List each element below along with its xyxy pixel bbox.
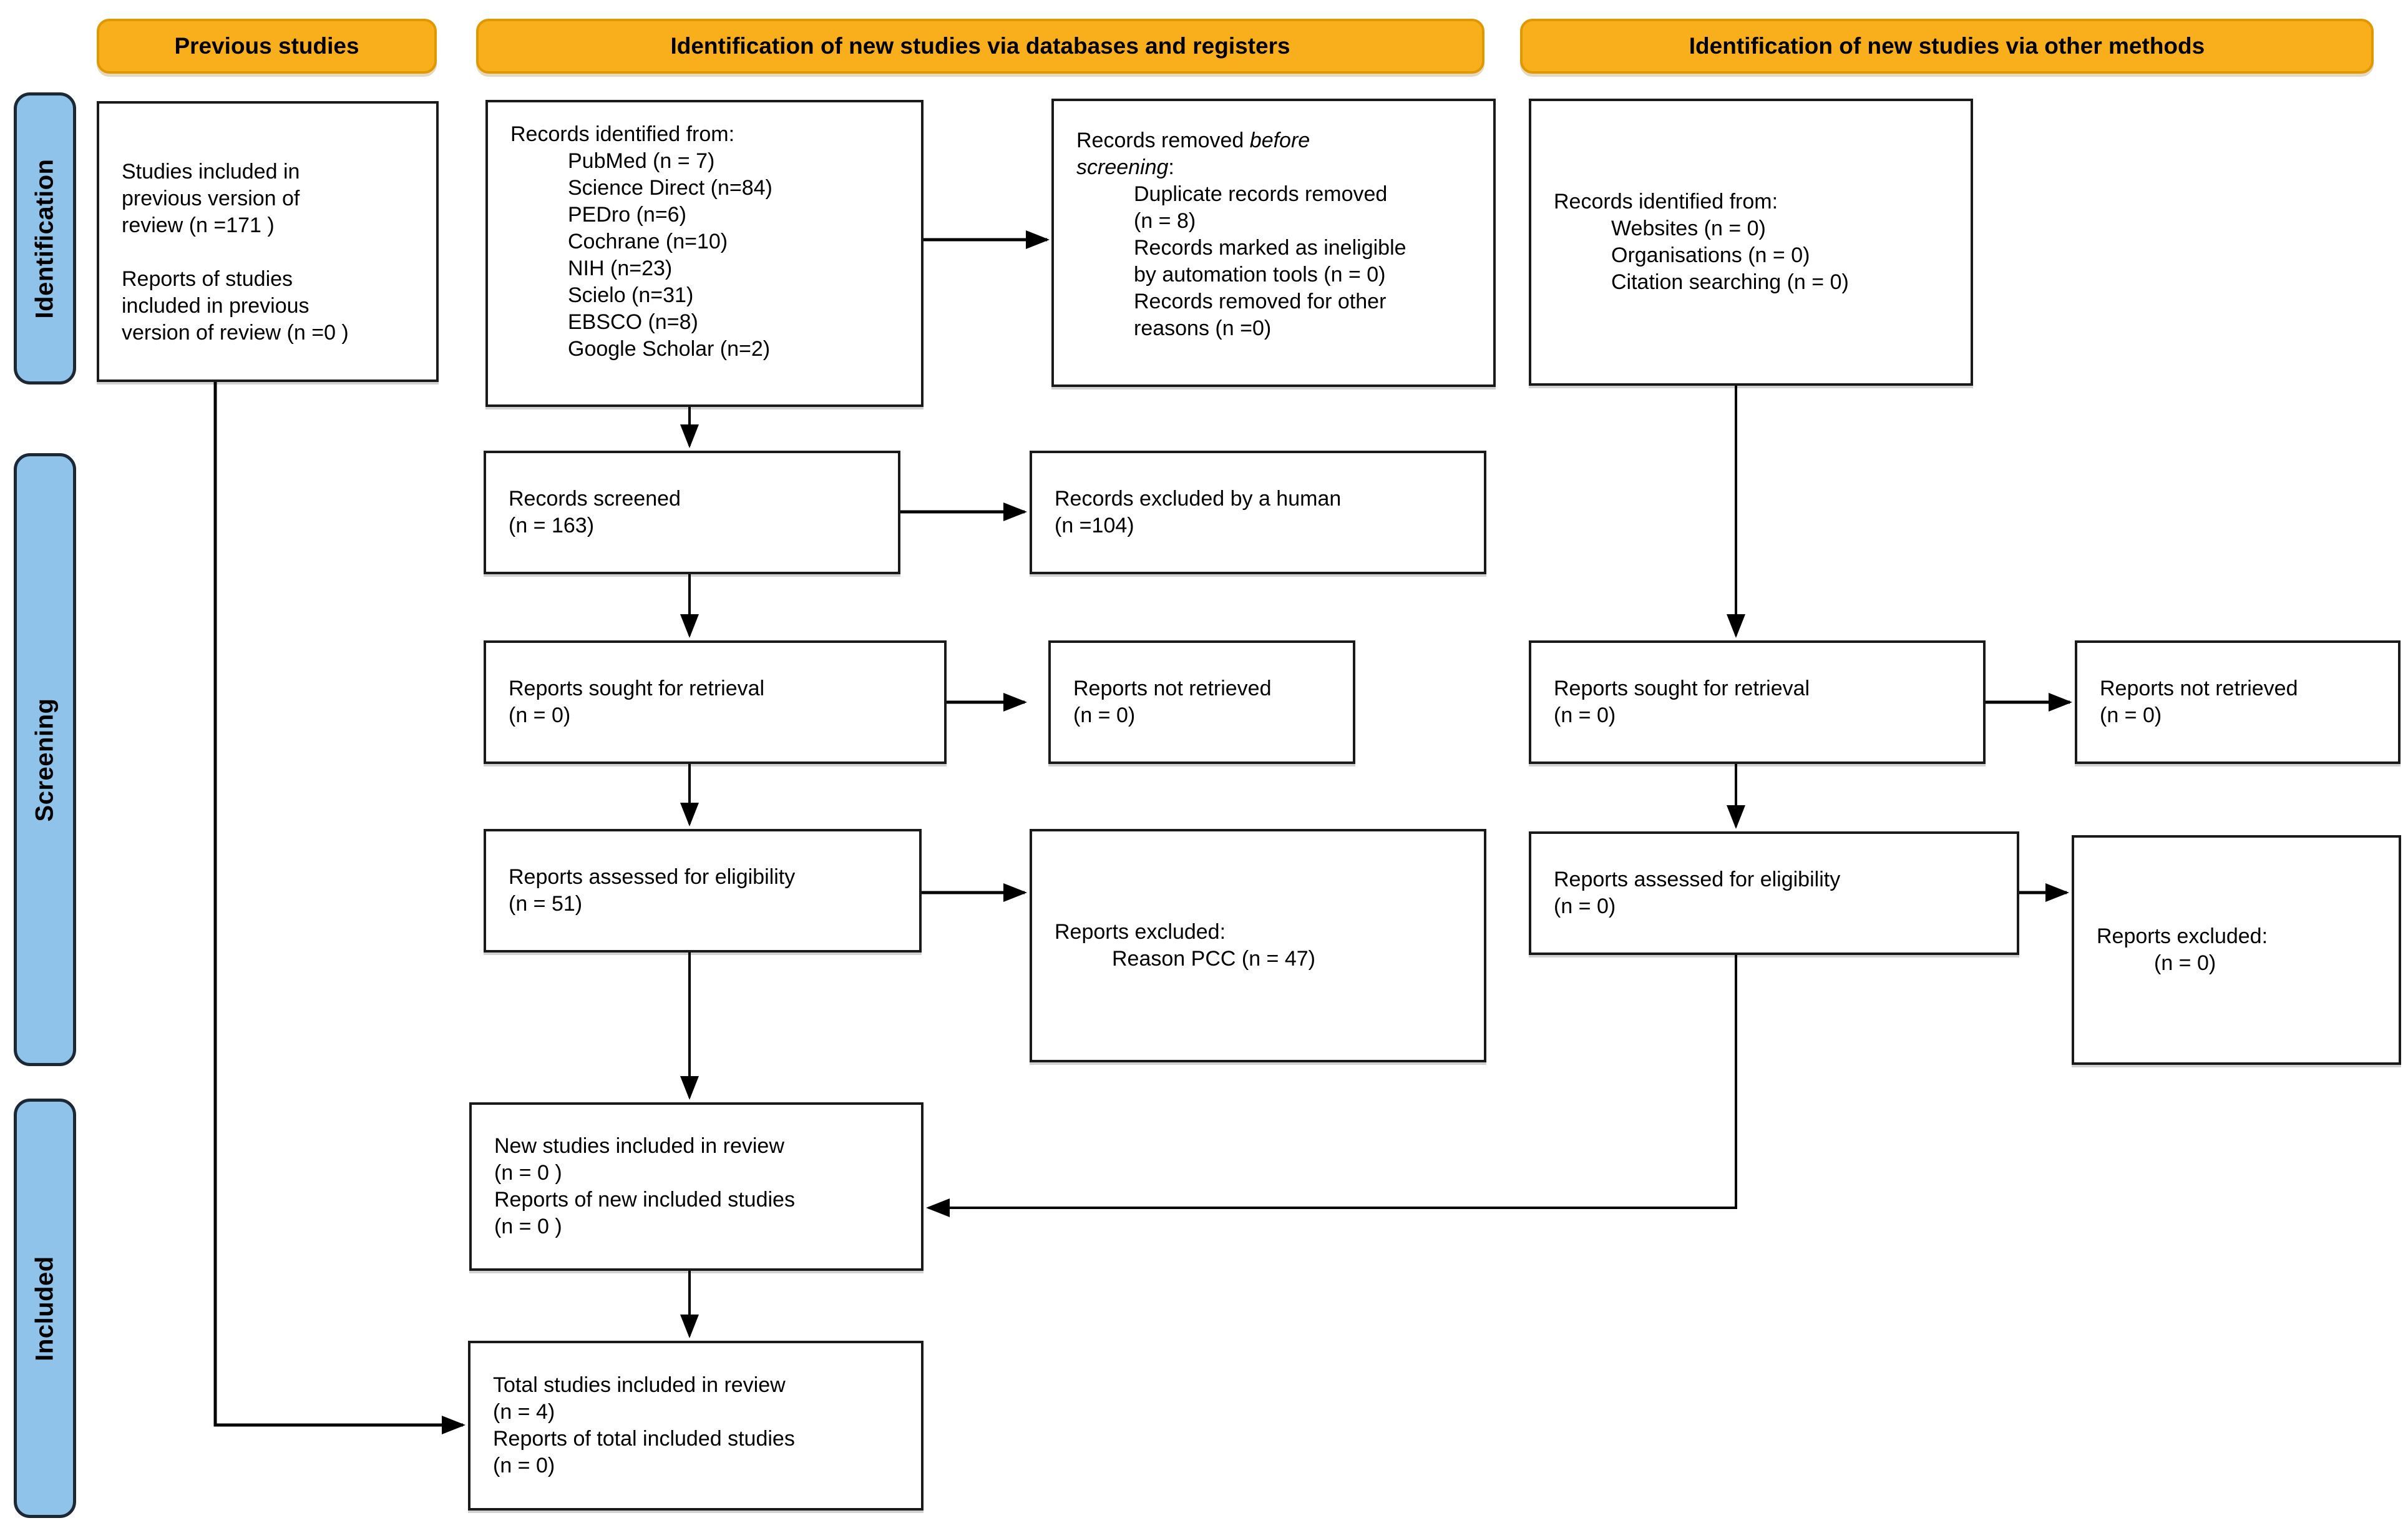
text-line: Records identified from: <box>510 122 735 146</box>
text-line: (n = 0) <box>2154 951 2216 975</box>
text-line: New studies included in review <box>494 1134 784 1158</box>
text-line: Records identified from: <box>1554 190 1778 213</box>
text-line: by automation tools (n = 0) <box>1134 263 1386 286</box>
text-line: Reports assessed for eligibility <box>1554 868 1841 891</box>
text-line: Reports excluded: <box>2097 924 2268 948</box>
text-line: (n = 0) <box>1554 894 1616 918</box>
phase-label-identification: Identification <box>14 92 76 384</box>
text-line: Duplicate records removed <box>1134 182 1388 206</box>
text-line: Reports excluded: <box>1055 920 1226 944</box>
box-reports-sought-databases: Reports sought for retrieval (n = 0) <box>484 640 947 764</box>
phase-label-text: Screening <box>31 698 59 821</box>
text-line: (n = 0) <box>1554 703 1616 727</box>
text-line: (n = 0) <box>493 1454 555 1477</box>
text-line: Reports not retrieved <box>1073 677 1272 700</box>
banner-other-methods: Identification of new studies via other … <box>1520 19 2374 74</box>
text-line: (n = 51) <box>509 892 583 916</box>
box-records-identified-other: Records identified from: Websites (n = 0)… <box>1529 99 1973 386</box>
text-line: (n = 0 ) <box>494 1215 562 1238</box>
text-line: Scielo (n=31) <box>568 283 694 307</box>
box-previous-studies: Studies included in previous version of re… <box>97 101 439 382</box>
text-line: previous version of <box>122 187 300 210</box>
box-new-studies-included: New studies included in review (n = 0 ) Re… <box>469 1102 924 1271</box>
text-line: Citation searching (n = 0) <box>1611 270 1849 294</box>
text-line: Reports of studies <box>122 267 293 291</box>
text-line: Organisations (n = 0) <box>1611 243 1810 267</box>
text-line: version of review (n =0 ) <box>122 321 349 345</box>
box-reports-assessed-databases: Reports assessed for eligibility (n = 51) <box>484 829 922 953</box>
text-line: Reports assessed for eligibility <box>509 865 796 889</box>
box-reports-excluded-other: Reports excluded: (n = 0) <box>2072 835 2401 1065</box>
phase-label-text: Included <box>31 1255 59 1361</box>
text-line: Studies included in <box>122 160 300 184</box>
text-line: Records removed before <box>1076 129 1310 152</box>
banner-databases-registers: Identification of new studies via databa… <box>476 19 1484 74</box>
box-records-excluded-human: Records excluded by a human (n =104) <box>1030 451 1486 574</box>
text-line: Records removed for other <box>1134 290 1387 313</box>
text-line <box>122 239 427 266</box>
box-reports-not-retrieved-other: Reports not retrieved (n = 0) <box>2075 640 2401 764</box>
text-line: Reports sought for retrieval <box>509 677 765 700</box>
text-line: Science Direct (n=84) <box>568 176 773 200</box>
box-reports-sought-other: Reports sought for retrieval (n = 0) <box>1529 640 1986 764</box>
phase-label-included: Included <box>14 1099 76 1518</box>
text-line: Reports not retrieved <box>2100 677 2298 700</box>
text-line: Reports of new included studies <box>494 1188 795 1212</box>
text-line: PEDro (n=6) <box>568 203 686 227</box>
text-line: Total studies included in review <box>493 1373 786 1397</box>
text-line: Reports sought for retrieval <box>1554 677 1810 700</box>
phase-label-text: Identification <box>31 159 59 318</box>
text-line: NIH (n=23) <box>568 257 673 280</box>
text-line: Reason PCC (n = 47) <box>1112 947 1315 971</box>
box-reports-assessed-other: Reports assessed for eligibility (n = 0) <box>1529 831 2019 955</box>
box-total-studies-included: Total studies included in review (n = 4) R… <box>468 1341 924 1511</box>
text-line: review (n =171 ) <box>122 213 275 237</box>
box-records-removed-before-screening: Records removed before screening: Duplicat… <box>1051 99 1496 387</box>
text-line: Records excluded by a human <box>1055 487 1342 511</box>
text-line: Reports of total included studies <box>493 1427 795 1451</box>
text-line: PubMed (n = 7) <box>568 149 715 173</box>
text-line: (n =104) <box>1055 514 1134 537</box>
text-line: Websites (n = 0) <box>1611 217 1766 240</box>
text-line: Records screened <box>509 487 681 511</box>
text-line: EBSCO (n=8) <box>568 310 698 334</box>
box-reports-excluded-databases: Reports excluded: Reason PCC (n = 47) <box>1030 829 1486 1062</box>
text-line: (n = 0) <box>1073 703 1136 727</box>
text-line: Records marked as ineligible <box>1134 236 1406 260</box>
box-records-identified-databases: Records identified from: PubMed (n = 7) Sc… <box>485 100 924 407</box>
text-line: Cochrane (n=10) <box>568 230 728 253</box>
text-line: (n = 163) <box>509 514 595 537</box>
text-line: screening: <box>1076 155 1174 179</box>
text-line: Google Scholar (n=2) <box>568 337 771 361</box>
text-line: (n = 8) <box>1134 209 1196 233</box>
text-line: (n = 0) <box>509 703 571 727</box>
phase-label-screening: Screening <box>14 453 76 1066</box>
text-line: (n = 4) <box>493 1400 555 1424</box>
text-line: included in previous <box>122 294 310 318</box>
box-records-screened: Records screened (n = 163) <box>484 451 900 574</box>
box-reports-not-retrieved-databases: Reports not retrieved (n = 0) <box>1048 640 1355 764</box>
text-line: (n = 0 ) <box>494 1161 562 1185</box>
text-line: reasons (n =0) <box>1134 316 1272 340</box>
banner-previous-studies: Previous studies <box>97 19 437 74</box>
text-line: (n = 0) <box>2100 703 2162 727</box>
